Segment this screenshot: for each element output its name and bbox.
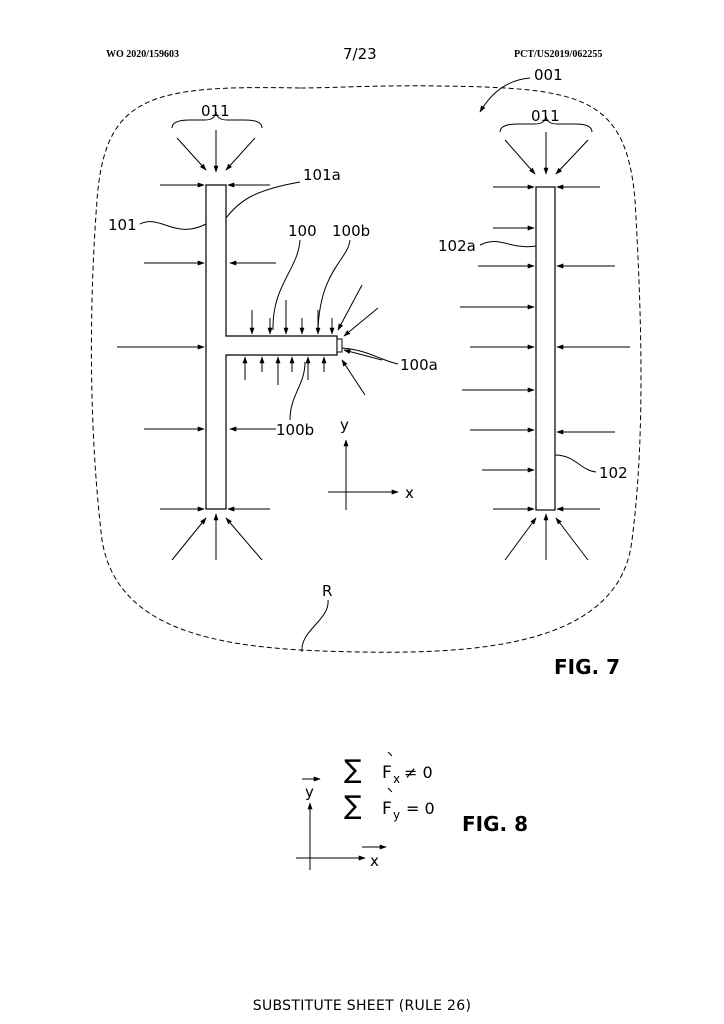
leader-102a [479,241,537,248]
brace-011-left [171,111,263,129]
label-101a: 101a [303,166,341,184]
sum-symbol-2: ∑ [344,791,362,821]
eq1-sub: x [393,772,400,786]
eq1-vector-mark [387,751,393,757]
leader-r [301,599,329,653]
leader-100b-bottom [289,361,306,421]
label-011-left: 011 [201,102,230,120]
eq2-var: F [382,799,392,819]
leader-102 [554,454,597,473]
force-arrows-102 [460,132,630,561]
leader-101 [139,221,207,230]
brace-011-right [499,115,593,133]
label-011-right: 011 [531,107,560,125]
leader-100 [272,239,301,331]
leader-100a [341,347,399,365]
label-100b-top: 100b [332,222,370,240]
fig8-caption: FIG. 8 [462,812,528,836]
label-102: 102 [599,464,628,482]
label-001: 001 [534,66,563,84]
fig7-caption: FIG. 7 [554,655,620,679]
force-arrow [176,137,207,171]
label-axis-x-fig7: x [405,484,414,502]
eq2-rel: = 0 [406,799,435,818]
header-application-number: PCT/US2019/062255 [514,49,603,60]
leader-100b-top [317,239,351,331]
leader-lines [139,77,597,653]
tip-100a [336,338,343,353]
force-arrow [504,517,537,561]
force-arrow [343,307,379,337]
axes-fig7 [328,439,399,510]
footer-substitute-sheet: SUBSTITUTE SHEET (RULE 26) [252,998,472,1014]
axes-fig8 [296,776,387,870]
body-102 [535,186,556,511]
label-axis-y-fig8: y [305,783,314,801]
region-boundary-r [90,85,642,653]
force-arrow [341,359,366,396]
force-arrow [555,517,589,561]
force-arrow [504,139,536,175]
force-arrow [225,137,256,171]
label-axis-x-fig8: x [370,852,379,870]
force-arrow [343,349,383,361]
force-arrows-101 [117,130,383,561]
header-publication-number: WO 2020/159603 [106,49,180,60]
force-arrow [337,284,363,331]
eq2-vector-mark [387,787,393,793]
label-100a: 100a [400,356,438,374]
leader-101a [225,181,301,219]
label-r: R [322,582,332,600]
eq1-rel: ≠ 0 [404,763,433,782]
leader-001 [479,77,531,113]
label-102a: 102a [438,237,476,255]
label-100b-bottom: 100b [276,421,314,439]
label-axis-y-fig7: y [340,416,349,434]
sum-symbol-1: ∑ [344,755,362,785]
eq1-var: F [382,763,392,783]
header-sheet-number: 7/23 [343,45,377,63]
force-arrow [555,139,589,175]
eq2-sub: y [393,808,400,822]
force-arrow [171,517,207,561]
fig7-drawing: 001 011 011 101a 101 100 100b 102a 100a … [90,66,642,679]
force-arrow [225,517,263,561]
body-101 [205,184,338,510]
fig8-drawing: ∑ F x ≠ 0 ∑ F y = 0 y x FIG. 8 [296,751,528,870]
label-100: 100 [288,222,317,240]
label-101: 101 [108,216,137,234]
